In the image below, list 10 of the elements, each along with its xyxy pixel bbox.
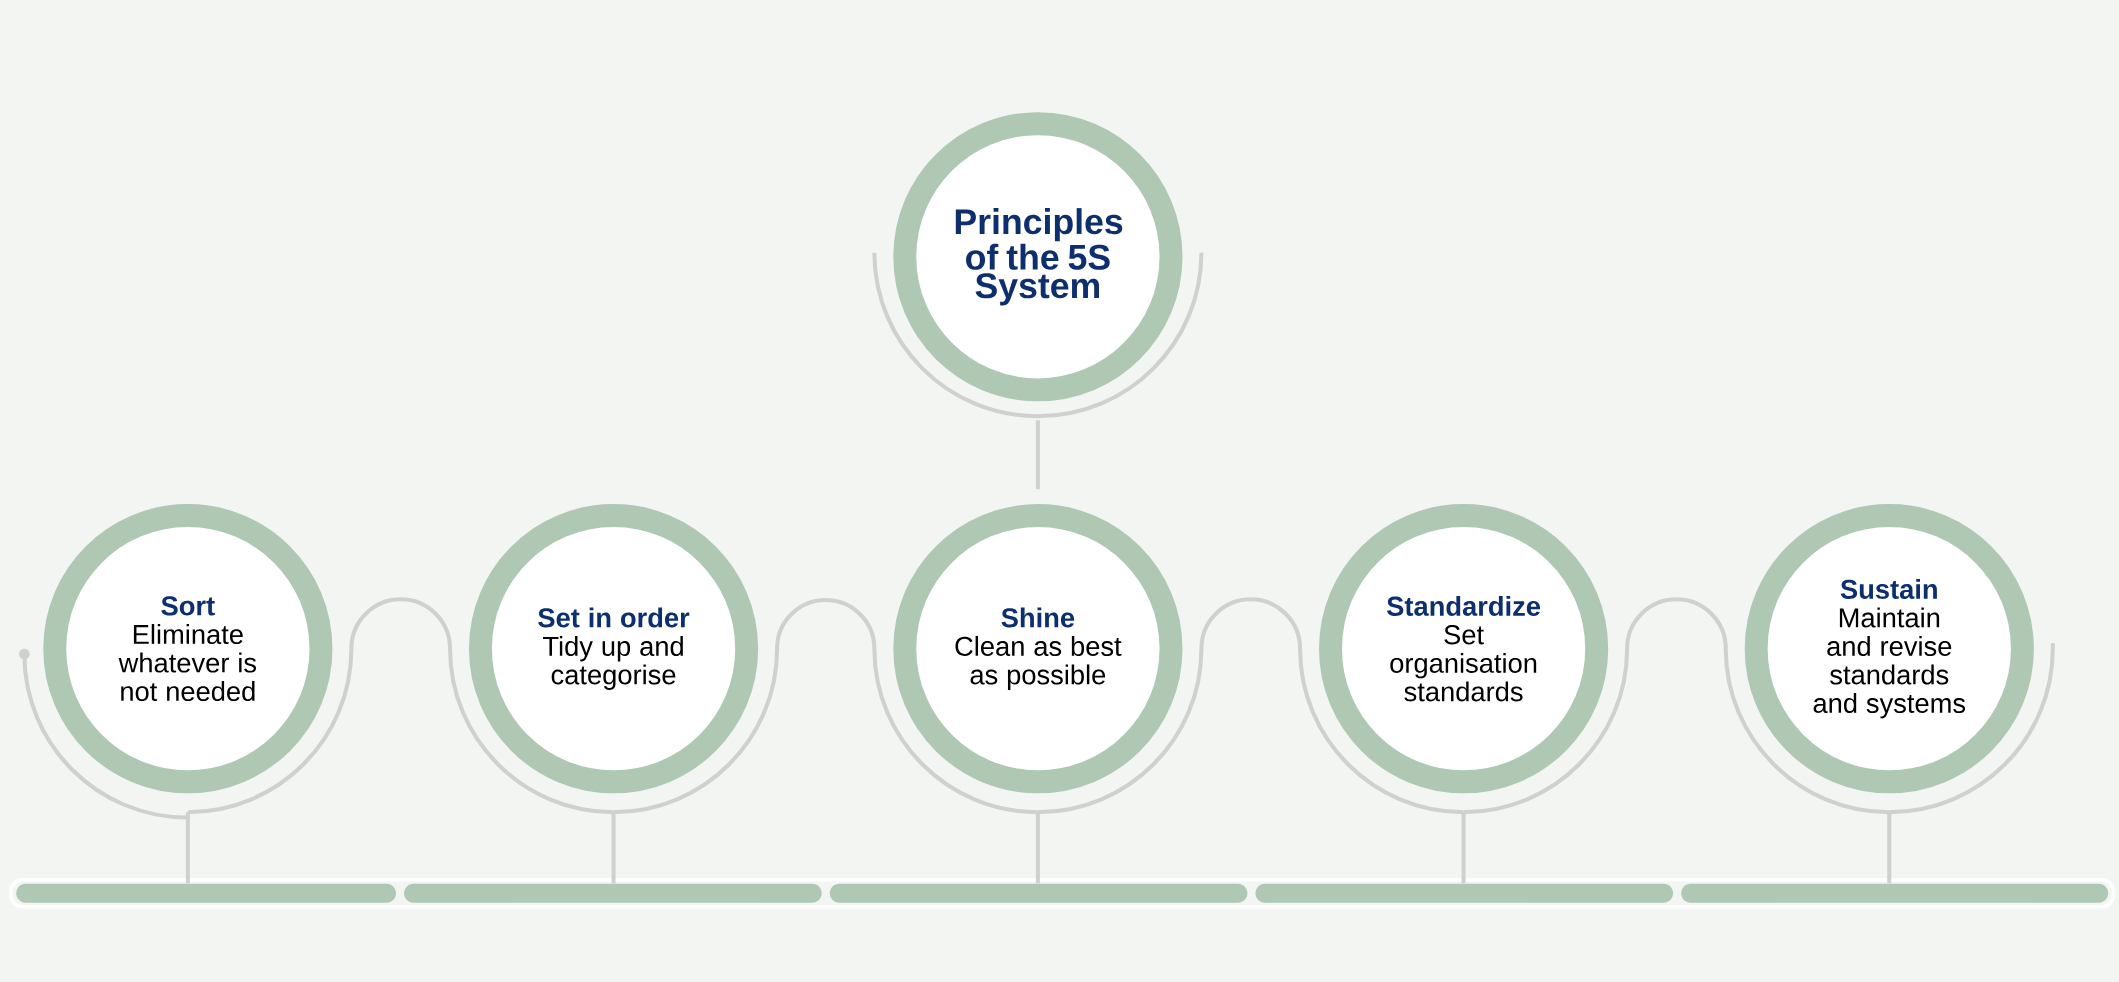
connector-line [185, 811, 190, 884]
connector-line [187, 597, 614, 814]
connector-line [1887, 811, 1892, 884]
connector-line [613, 597, 1039, 814]
connector-line [1461, 811, 1466, 884]
connector-line [611, 811, 616, 884]
connector-line [1035, 420, 1040, 489]
connector-line [1463, 597, 1890, 814]
connector-line [1037, 597, 1464, 814]
connector-line [1035, 811, 1040, 884]
